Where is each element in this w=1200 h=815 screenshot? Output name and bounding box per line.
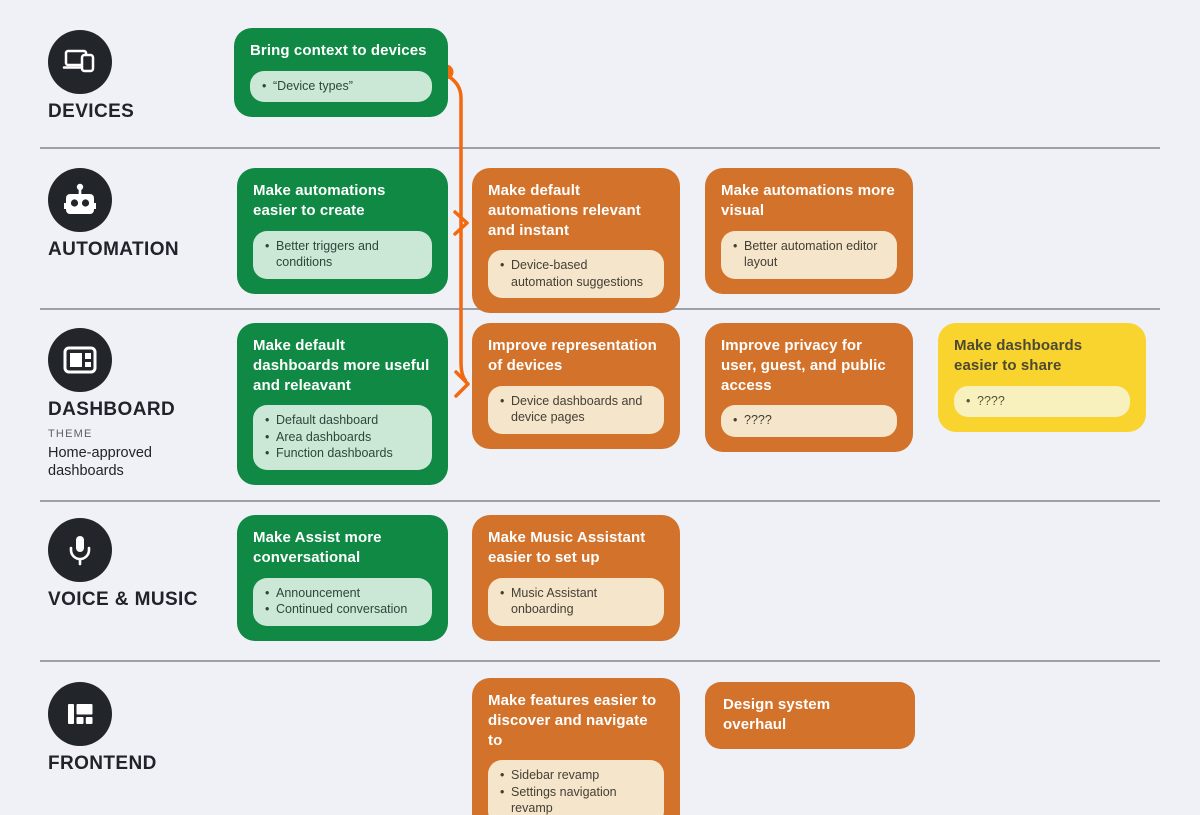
card-design-system-overhaul: Design system overhaul xyxy=(705,682,915,749)
pill-item: Better triggers and conditions xyxy=(263,238,420,271)
card-pill: Device dashboards and device pages xyxy=(488,385,664,434)
devices-icon xyxy=(48,30,112,94)
card-improve-representation-of-devices: Improve representation of devices Device… xyxy=(472,323,680,449)
pill-item: Continued conversation xyxy=(263,601,420,618)
row-label-frontend: FRONTEND xyxy=(48,753,157,774)
pill-item: Device-based automation suggestions xyxy=(498,257,652,290)
pill-item: Settings navigation revamp xyxy=(498,784,652,815)
row-label-dashboard: DASHBOARD xyxy=(48,399,176,420)
card-pill: Better automation editor layout xyxy=(721,230,897,279)
theme-value: Home-approved dashboards xyxy=(48,445,152,480)
pill-item: “Device types” xyxy=(260,78,420,95)
pill-item: Announcement xyxy=(263,585,420,602)
row-label-devices: DEVICES xyxy=(48,101,135,122)
card-make-dashboards-easier-to-share: Make dashboards easier to share ???? xyxy=(938,323,1146,433)
card-make-music-assistant-easier: Make Music Assistant easier to set up Mu… xyxy=(472,515,680,641)
card-make-assist-more-conversational: Make Assist more conversational Announce… xyxy=(237,515,448,641)
pill-item: Default dashboard xyxy=(263,412,420,429)
card-make-features-easier-to-discover: Make features easier to discover and nav… xyxy=(472,678,680,815)
card-pill: ???? xyxy=(954,385,1130,418)
pill-item: Function dashboards xyxy=(263,445,420,462)
card-title: Make Assist more conversational xyxy=(253,529,382,566)
pill-item: Better automation editor layout xyxy=(731,238,885,271)
row-divider xyxy=(40,147,1160,149)
row-divider xyxy=(40,500,1160,502)
robot-icon xyxy=(48,168,112,232)
card-pill: Better triggers and conditions xyxy=(253,230,432,279)
card-make-automations-more-visual: Make automations more visual Better auto… xyxy=(705,168,913,294)
dashboard-icon xyxy=(48,328,112,392)
card-title: Improve privacy for user, guest, and pub… xyxy=(721,337,886,394)
pill-item: ???? xyxy=(731,412,885,429)
card-title: Make default automations relevant and in… xyxy=(488,182,641,239)
card-make-default-automations-relevant: Make default automations relevant and in… xyxy=(472,168,680,314)
card-title: Make default dashboards more useful and … xyxy=(253,337,430,394)
card-pill: Default dashboard Area dashboards Functi… xyxy=(253,405,432,470)
card-pill: Device-based automation suggestions xyxy=(488,250,664,299)
card-make-automations-easier-to-create: Make automations easier to create Better… xyxy=(237,168,448,294)
card-title: Make automations easier to create xyxy=(253,182,386,219)
card-pill: Sidebar revamp Settings navigation revam… xyxy=(488,760,664,815)
card-title: Make dashboards easier to share xyxy=(954,337,1083,374)
row-label-voice-music: VOICE & MUSIC xyxy=(48,589,198,610)
pill-item: ???? xyxy=(964,393,1118,410)
card-pill: Announcement Continued conversation xyxy=(253,577,432,626)
row-label-automation: AUTOMATION xyxy=(48,239,180,260)
pill-item: Sidebar revamp xyxy=(498,767,652,784)
card-title: Design system overhaul xyxy=(723,696,831,733)
row-divider xyxy=(40,660,1160,662)
card-make-default-dashboards-useful: Make default dashboards more useful and … xyxy=(237,323,448,485)
card-title: Bring context to devices xyxy=(250,42,427,59)
pill-item: Music Assistant onboarding xyxy=(498,585,652,618)
card-title: Make automations more visual xyxy=(721,182,895,219)
microphone-icon xyxy=(48,518,112,582)
card-title: Make Music Assistant easier to set up xyxy=(488,529,646,566)
card-pill: “Device types” xyxy=(250,70,432,103)
pill-item: Area dashboards xyxy=(263,429,420,446)
frontend-icon xyxy=(48,682,112,746)
card-pill: ???? xyxy=(721,405,897,437)
card-improve-privacy-access: Improve privacy for user, guest, and pub… xyxy=(705,323,913,452)
card-bring-context-to-devices: Bring context to devices “Device types” xyxy=(234,28,448,118)
pill-item: Device dashboards and device pages xyxy=(498,393,652,426)
card-title: Improve representation of devices xyxy=(488,337,657,374)
card-title: Make features easier to discover and nav… xyxy=(488,692,657,749)
card-pill: Music Assistant onboarding xyxy=(488,577,664,626)
theme-label: THEME xyxy=(48,428,93,440)
